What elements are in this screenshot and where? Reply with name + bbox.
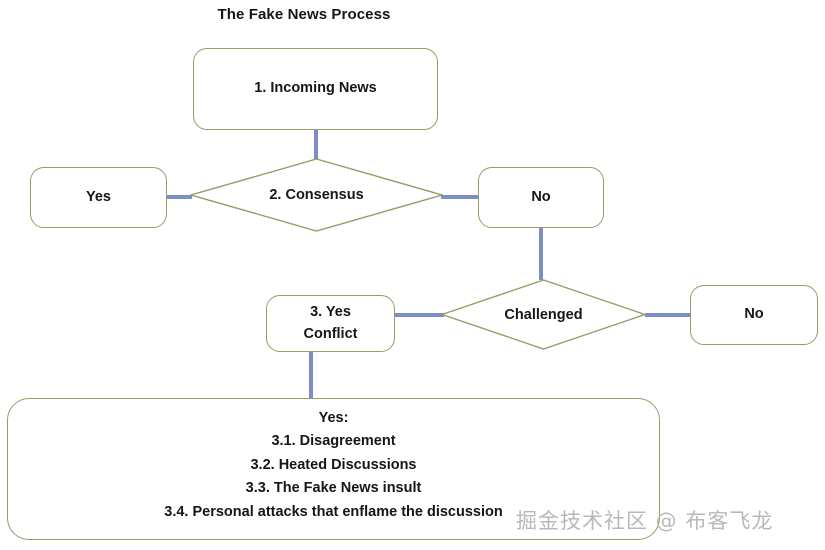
outcome-item-2: 3.2. Heated Discussions: [250, 456, 417, 473]
watermark: 掘金技术社区 @ 布客飞龙: [516, 509, 774, 533]
connector-consensus-to-yes: [167, 195, 192, 199]
outcome-panel[interactable]: Yes: 3.1. Disagreement 3.2. Heated Discu…: [7, 398, 660, 540]
connector-challenged-to-no: [645, 313, 691, 317]
node-consensus-yes[interactable]: Yes: [30, 167, 167, 228]
decision-consensus-label: 2. Consensus: [269, 187, 364, 203]
node-challenged-no-label: No: [744, 306, 764, 323]
node-consensus-no[interactable]: No: [478, 167, 604, 228]
node-consensus-no-label: No: [531, 188, 551, 205]
decision-challenged[interactable]: Challenged: [441, 279, 646, 350]
connector-consensus-to-no: [441, 195, 479, 199]
diamond-shape-consensus: [190, 158, 443, 232]
diagram-title: The Fake News Process: [217, 6, 391, 23]
node-yes-conflict-line1: 3. Yes: [310, 304, 351, 321]
connector-no-to-challenged: [539, 228, 543, 280]
node-incoming-news-label: 1. Incoming News: [254, 80, 377, 97]
node-yes-conflict-line2: Conflict: [303, 325, 358, 342]
diamond-shape-challenged: [441, 279, 646, 350]
outcome-item-4: 3.4. Personal attacks that enflame the d…: [164, 503, 503, 520]
connector-conflict-to-outcomes: [309, 352, 313, 399]
outcome-heading: Yes:: [318, 410, 349, 426]
decision-challenged-label: Challenged: [504, 306, 583, 323]
node-yes-conflict[interactable]: 3. Yes Conflict: [266, 295, 395, 352]
outcome-item-3: 3.3. The Fake News insult: [245, 480, 422, 497]
node-challenged-no[interactable]: No: [690, 285, 818, 345]
connector-incoming-to-consensus: [314, 130, 318, 160]
node-consensus-yes-label: Yes: [86, 188, 111, 205]
connector-challenged-to-conflict: [395, 313, 444, 317]
node-incoming-news[interactable]: 1. Incoming News: [193, 48, 438, 130]
outcome-item-1: 3.1. Disagreement: [271, 433, 396, 450]
decision-consensus[interactable]: 2. Consensus: [190, 158, 443, 232]
